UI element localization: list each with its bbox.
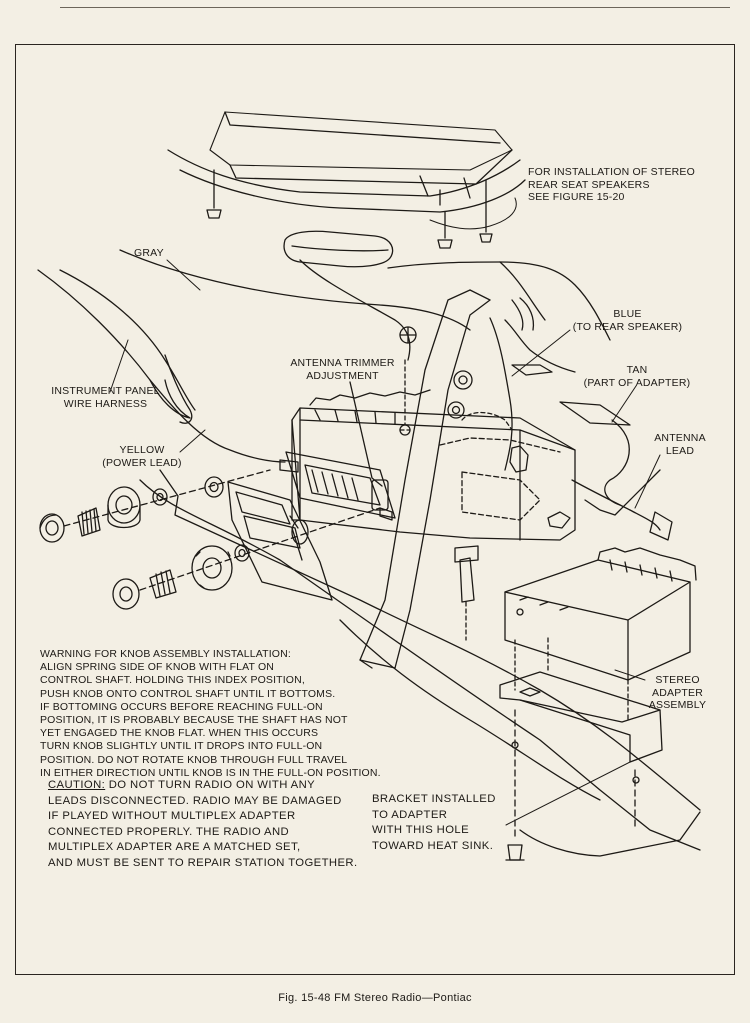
caution-heading: CAUTION: xyxy=(48,779,106,791)
bracket-note: BRACKET INSTALLED TO ADAPTER WITH THIS H… xyxy=(372,793,496,852)
caution-body: DO NOT TURN RADIO ON WITH ANY LEADS DISC… xyxy=(48,779,358,869)
rear-package-shelf xyxy=(167,111,526,268)
mounting-hardware xyxy=(454,511,640,861)
bezel-trim xyxy=(204,476,333,601)
tan-wire-label: TAN (PART OF ADAPTER) xyxy=(583,364,691,389)
stereo-speakers-label: FOR INSTALLATION OF STEREO REAR SEAT SPE… xyxy=(528,166,695,203)
gray-wire-label: GRAY xyxy=(134,247,164,259)
figure-frame xyxy=(15,44,735,975)
radio-receiver xyxy=(291,359,576,541)
leader-lines xyxy=(109,259,661,826)
center-support-strut xyxy=(359,289,491,669)
dash-panel xyxy=(139,261,701,857)
knob-warning-text: WARNING FOR KNOB ASSEMBLY INSTALLATION: … xyxy=(40,648,381,779)
blue-wire-label: BLUE (TO REAR SPEAKER) xyxy=(572,308,683,333)
radio-faceplate xyxy=(279,451,396,521)
antenna-trimmer-leader xyxy=(349,381,383,487)
antenna-lead-label: ANTENNA LEAD xyxy=(654,432,706,457)
knob-assembly-lower xyxy=(112,507,381,610)
stereo-adapter-box xyxy=(499,547,697,763)
yellow-power-lead-label: YELLOW (POWER LEAD) xyxy=(102,444,182,469)
knob-assembly-upper xyxy=(39,469,271,543)
caution-note: CAUTION: DO NOT TURN RADIO ON WITH ANY L… xyxy=(48,778,358,872)
wiring-harness xyxy=(37,249,673,541)
figure-caption: Fig. 15-48 FM Stereo Radio—Pontiac xyxy=(278,992,472,1004)
stereo-adapter-label: STEREO ADAPTER ASSEMBLY xyxy=(648,674,707,711)
top-rule xyxy=(60,7,730,8)
shelf-fasteners xyxy=(206,169,493,249)
instrument-panel-harness-label: INSTRUMENT PANEL WIRE HARNESS xyxy=(51,385,160,410)
antenna-trimmer-label: ANTENNA TRIMMER ADJUSTMENT xyxy=(290,357,395,382)
